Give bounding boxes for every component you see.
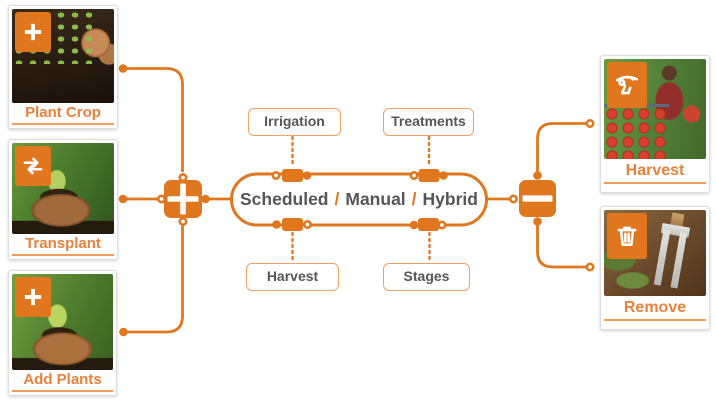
port-ring <box>271 171 281 181</box>
port-dot <box>439 171 448 180</box>
port-dot <box>533 171 542 180</box>
trash-icon <box>607 213 647 259</box>
pill-handle-bottom-right[interactable] <box>418 218 439 231</box>
plant-crop-photo <box>12 9 114 103</box>
port-ring <box>437 220 447 230</box>
hollow-ports <box>157 119 595 272</box>
plus-icon <box>15 277 51 317</box>
port-dot <box>272 220 281 229</box>
port-ring <box>302 220 312 230</box>
port-ring <box>585 119 595 129</box>
port-dot <box>118 64 128 73</box>
hand-pick-icon <box>607 62 647 108</box>
card-label: Remove <box>604 296 706 321</box>
wire-remove-node-to-remove <box>536 221 587 269</box>
card-add-plants[interactable]: Add Plants <box>8 270 117 396</box>
port-ring <box>178 173 188 183</box>
port-ring <box>585 262 595 272</box>
transfer-arrows-icon <box>15 146 51 186</box>
remove-node[interactable] <box>519 180 556 217</box>
card-label: Plant Crop <box>12 103 114 125</box>
port-dot <box>118 194 128 204</box>
card-label: Harvest <box>604 159 706 184</box>
plus-icon <box>15 12 51 52</box>
add-node[interactable] <box>164 180 202 218</box>
mode-option-manual[interactable]: Manual <box>345 189 406 209</box>
tag-irrigation[interactable]: Irrigation <box>248 108 341 136</box>
port-ring <box>178 217 188 227</box>
mode-option-scheduled[interactable]: Scheduled <box>240 189 329 209</box>
mode-pill-outline[interactable] <box>230 172 488 227</box>
port-dot <box>201 194 210 204</box>
wire-add-plants-to-add-node <box>123 226 184 334</box>
port-ring <box>157 194 167 204</box>
wire-plant-crop-to-add-node <box>123 67 184 172</box>
tag-treatments[interactable]: Treatments <box>383 108 474 136</box>
mode-selector[interactable]: Scheduled / Manual / Hybrid <box>231 174 487 225</box>
add-plants-photo <box>12 274 113 370</box>
card-plant-crop[interactable]: Plant Crop <box>8 5 118 129</box>
card-harvest[interactable]: Harvest <box>600 55 710 193</box>
mode-option-hybrid[interactable]: Hybrid <box>422 189 478 209</box>
card-label: Transplant <box>12 234 114 256</box>
port-ring <box>508 194 518 204</box>
minus-icon <box>522 195 553 202</box>
transplant-photo <box>12 143 114 234</box>
filled-port-dots <box>118 64 542 337</box>
slash-separator: / <box>411 189 417 209</box>
tag-harvest[interactable]: Harvest <box>246 263 339 291</box>
remove-photo <box>604 210 706 296</box>
pill-handle-bottom-left[interactable] <box>282 218 303 231</box>
port-ring <box>409 171 419 181</box>
port-dot <box>533 217 542 226</box>
port-dot <box>409 220 419 230</box>
card-transplant[interactable]: Transplant <box>8 139 118 260</box>
wire-remove-node-to-harvest <box>536 122 587 176</box>
card-label: Add Plants <box>12 370 113 392</box>
plus-icon <box>167 183 199 215</box>
card-remove[interactable]: Remove <box>600 206 710 330</box>
tag-stages[interactable]: Stages <box>383 263 470 291</box>
port-dot <box>302 171 312 180</box>
slash-separator: / <box>334 189 340 209</box>
pill-handle-top-right[interactable] <box>418 169 440 182</box>
port-dot <box>119 327 128 337</box>
pill-handle-top-left[interactable] <box>282 169 303 182</box>
harvest-photo <box>604 59 706 159</box>
